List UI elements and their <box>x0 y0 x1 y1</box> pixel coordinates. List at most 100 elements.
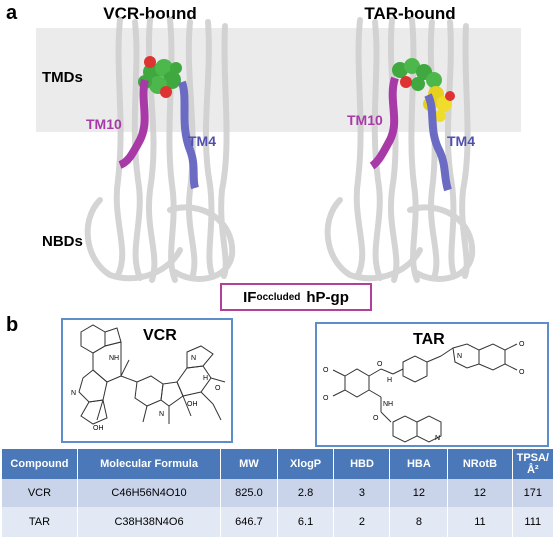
cell-tpsa: 111 <box>512 507 555 537</box>
ring <box>80 324 106 354</box>
tar-bound-title: TAR-bound <box>364 4 456 23</box>
tar-structure-drawing: O O O H NH O N N O O <box>323 341 525 443</box>
atom-nh1: H <box>387 377 392 384</box>
atom-nh2: NH <box>383 401 393 408</box>
cell-nrotb: 11 <box>447 507 513 537</box>
cell-hbd: 2 <box>333 507 391 537</box>
cell-xlogp: 2.8 <box>277 479 335 507</box>
state-suffix: hP-gp <box>306 288 349 306</box>
vcr-structure-box: VCR NH N OH N OH N <box>61 318 233 443</box>
ring <box>80 399 108 425</box>
tar-tm10-helix <box>369 76 399 170</box>
cell-formula: C38H38N4O6 <box>77 507 222 537</box>
bond <box>426 355 442 363</box>
cell-formula: C46H56N4O10 <box>77 479 222 507</box>
ring <box>104 327 122 347</box>
nbds-label: NBDs <box>42 233 83 250</box>
ring <box>92 341 122 383</box>
bond <box>120 359 130 377</box>
bond <box>200 391 214 405</box>
bond <box>368 368 382 377</box>
ring <box>392 415 418 443</box>
header-hba: HBA <box>389 449 449 479</box>
atom-o4: O <box>373 415 379 422</box>
helix-strand <box>218 23 230 279</box>
atom-o3: O <box>377 361 383 368</box>
vcr-tm4-helix <box>178 80 199 190</box>
vcr-structure-drawing: NH N OH N OH N H O <box>71 324 226 432</box>
atom-nh: NH <box>109 355 119 362</box>
bond <box>440 347 454 357</box>
helix-strand <box>131 19 143 281</box>
tar-tm10-label: TM10 <box>347 112 383 128</box>
atom-n2: N <box>159 411 164 418</box>
tar-structure-box: TAR O O O H NH O <box>315 322 549 447</box>
cell-mw: 825.0 <box>220 479 278 507</box>
bond <box>332 369 346 377</box>
panel-b-letter: b <box>6 314 19 336</box>
bond <box>368 389 382 398</box>
header-mw: MW <box>220 449 278 479</box>
header-xlogp: XlogP <box>277 449 335 479</box>
helix-strand <box>113 17 126 278</box>
bond <box>182 395 192 417</box>
atom-o2: O <box>323 395 329 402</box>
cell-mw: 646.7 <box>220 507 278 537</box>
bond <box>504 343 518 351</box>
header-hbd: HBD <box>333 449 391 479</box>
bond <box>504 363 518 371</box>
atom-o5: O <box>519 341 525 348</box>
ring <box>478 343 506 371</box>
bond <box>210 377 226 383</box>
vcr-structure-title: VCR <box>143 327 177 344</box>
state-prefix: IF <box>243 288 257 306</box>
state-subscript: occluded <box>256 291 301 303</box>
ring <box>402 355 428 383</box>
properties-table: Compound Molecular Formula MW XlogP HBD … <box>2 449 555 537</box>
ring <box>78 369 108 403</box>
helix-strand <box>371 19 383 281</box>
vcr-tm10-label: TM10 <box>86 116 122 132</box>
cell-hbd: 3 <box>333 479 391 507</box>
bond <box>120 375 138 383</box>
ring <box>160 381 184 407</box>
bond <box>380 411 392 423</box>
atom-n: N <box>71 390 76 397</box>
ring <box>344 368 370 398</box>
ring <box>416 415 442 443</box>
atom-h: H <box>203 375 208 382</box>
vcr-bound-protein <box>84 17 236 283</box>
cell-compound: TAR <box>2 507 78 537</box>
tar-structure-title: TAR <box>413 331 445 348</box>
helix-strand <box>444 19 457 278</box>
cell-tpsa: 171 <box>512 479 555 507</box>
cell-compound: VCR <box>2 479 78 507</box>
nbd-loop <box>84 197 183 282</box>
table-row: TAR C38H38N4O6 646.7 6.1 2 8 11 111 <box>2 507 555 537</box>
bond <box>142 405 148 423</box>
bond <box>380 368 394 375</box>
helix-strand <box>387 17 400 283</box>
table-row: VCR C46H56N4O10 825.0 2.8 3 12 12 171 <box>2 479 555 507</box>
panel-a-letter: a <box>6 2 18 24</box>
atom-n2: N <box>435 435 440 442</box>
ring <box>186 345 214 369</box>
atom-n: N <box>457 353 462 360</box>
atom-oh: OH <box>93 425 104 432</box>
vcr-tm4-label: TM4 <box>188 133 216 149</box>
vcr-ligand <box>138 56 182 98</box>
tar-tm4-helix <box>424 93 452 192</box>
atom-o6: O <box>519 369 525 376</box>
bond <box>392 368 404 375</box>
header-formula: Molecular Formula <box>77 449 222 479</box>
cell-hba: 12 <box>389 479 449 507</box>
atom-n3: N <box>191 355 196 362</box>
bond <box>212 403 222 421</box>
protein-structures-figure <box>84 17 476 283</box>
nbd-loop <box>407 204 476 282</box>
nbd-loop <box>167 204 236 282</box>
ring <box>134 375 164 407</box>
cell-xlogp: 6.1 <box>277 507 335 537</box>
vcr-tm10-helix <box>118 79 149 169</box>
